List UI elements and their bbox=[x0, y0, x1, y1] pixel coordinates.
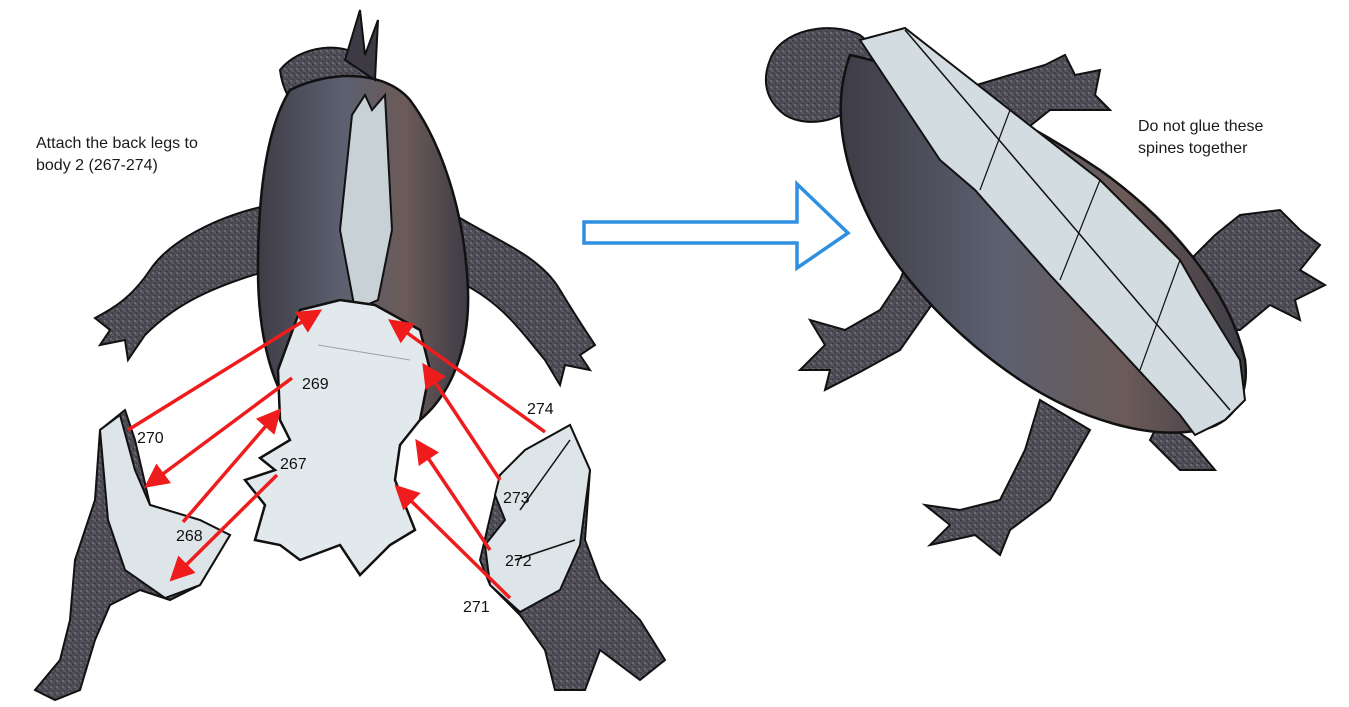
part-label-274: 274 bbox=[527, 401, 554, 418]
left-model bbox=[35, 10, 665, 700]
assembled-back-leg-bottom bbox=[925, 400, 1090, 555]
part-label-267: 267 bbox=[280, 456, 307, 473]
right-arrow-outline-icon bbox=[584, 184, 848, 268]
instruction-caption-left: Attach the back legs to body 2 (267-274) bbox=[36, 133, 276, 177]
part-label-271: 271 bbox=[463, 599, 490, 616]
front-leg-left bbox=[95, 205, 270, 360]
front-leg-right bbox=[455, 215, 595, 385]
instruction-caption-right: Do not glue these spines together bbox=[1138, 116, 1338, 160]
part-label-273: 273 bbox=[503, 490, 530, 507]
part-label-272: 272 bbox=[505, 553, 532, 570]
part-label-270: 270 bbox=[137, 430, 164, 447]
part-label-268: 268 bbox=[176, 528, 203, 545]
arrow-273 bbox=[425, 367, 500, 480]
part-label-269: 269 bbox=[302, 376, 329, 393]
right-model bbox=[766, 28, 1325, 555]
arrow-272 bbox=[418, 443, 490, 550]
arrow-269 bbox=[148, 378, 292, 485]
